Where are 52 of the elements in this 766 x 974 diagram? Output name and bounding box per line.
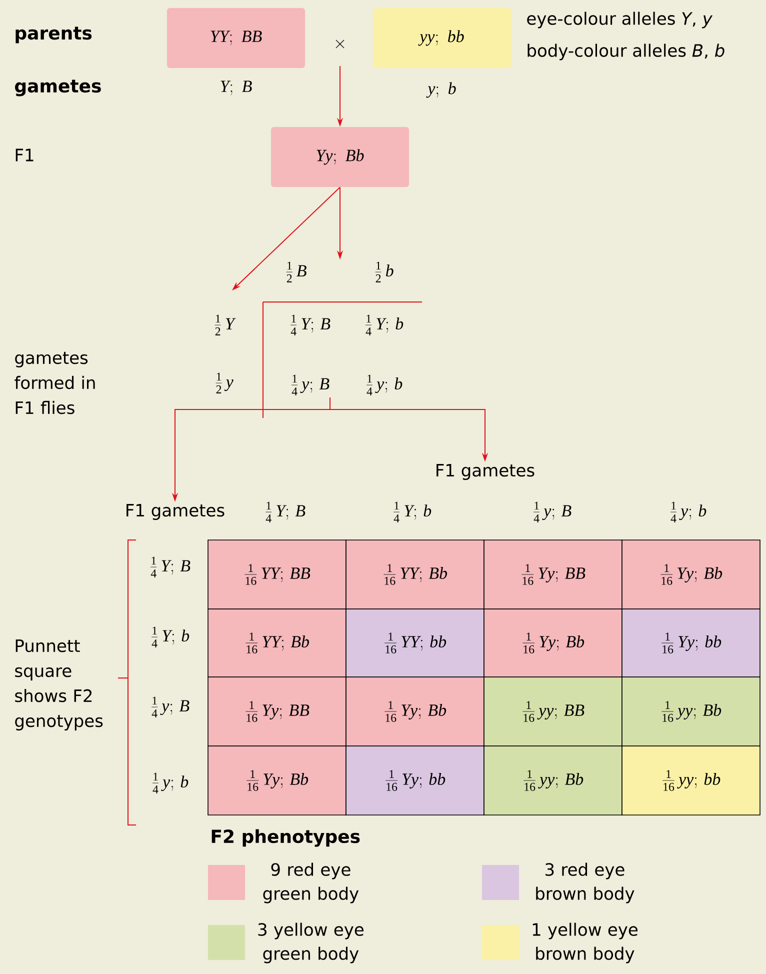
gamete-label: $y;\ b$: [426, 82, 456, 98]
legend-text: 3 yellow eye green body: [258, 922, 364, 964]
column-heading: $\frac{1}{4}\,y;\,b$: [670, 502, 706, 522]
side-note: Punnett square shows F2 genotypes: [15, 640, 103, 730]
punnett-cell: $\frac{1}{16}\,yy;\,BB$: [484, 676, 622, 746]
column-heading: $\frac{1}{4}\,y;\,B$: [534, 502, 572, 522]
row-heading: $\frac{1}{4}\,Y;\,b$: [152, 626, 190, 648]
legend-title: F2 phenotypes: [212, 829, 360, 847]
row-label: F1: [16, 148, 34, 162]
punnett-cell: $\frac{1}{16}\,Yy;\,BB$: [208, 676, 346, 746]
cross-sign: $\times$: [336, 40, 344, 48]
punnett-cell: $\frac{1}{16}\,YY;\,bb$: [346, 608, 484, 678]
column-heading: $\frac{1}{4}\,Y;\,B$: [266, 502, 306, 522]
gamete-fraction: $\frac{1}{4}\,y;\,B$: [292, 374, 330, 396]
row-label: parents: [16, 26, 92, 44]
punnett-cell: $\frac{1}{16}\,yy;\,Bb$: [484, 746, 622, 816]
parent-box: $YY;\ BB$: [167, 8, 305, 68]
punnett-cell: $\frac{1}{16}\,YY;\,BB$: [208, 540, 346, 610]
punnett-cell: $\frac{1}{16}\,Yy;\,Bb$: [622, 540, 760, 610]
gamete-fraction: $\frac{1}{2}\,B$: [286, 262, 306, 282]
gamete-fraction: $\frac{1}{2}\,y$: [216, 372, 234, 394]
punnett-cell: $\frac{1}{16}\,YY;\,Bb$: [346, 540, 484, 610]
punnett-cell: $\frac{1}{16}\,yy;\,bb$: [622, 746, 760, 816]
parent-box: $yy;\ bb$: [373, 8, 511, 68]
punnett-cell: $\frac{1}{16}\,Yy;\,bb$: [622, 608, 760, 678]
row-heading: $\frac{1}{4}\,y;\,b$: [152, 772, 188, 794]
gamete-label: $Y;\ B$: [220, 80, 252, 96]
column-heading: $\frac{1}{4}\,Y;\,b$: [394, 502, 432, 522]
punnett-cell: $\frac{1}{16}\,Yy;\,Bb$: [208, 746, 346, 816]
gamete-fraction: $\frac{1}{4}\,y;\,b$: [366, 374, 402, 396]
punnett-cell: $\frac{1}{16}\,Yy;\,Bb$: [484, 608, 622, 678]
punnett-cell: $\frac{1}{16}\,yy;\,Bb$: [622, 676, 760, 746]
gamete-fraction: $\frac{1}{4}\,Y;\,b$: [366, 314, 404, 336]
side-note: gametes formed in F1 flies: [14, 352, 95, 414]
row-heading: $\frac{1}{4}\,Y;\,B$: [150, 556, 190, 578]
legend-text: 1 yellow eye brown body: [532, 922, 638, 964]
row-label: gametes: [15, 80, 101, 96]
allele-note: body-colour alleles B, b: [528, 44, 724, 60]
offspring-box: $Yy;\ Bb$: [271, 127, 409, 187]
gamete-fraction: $\frac{1}{4}\,Y;\,B$: [290, 314, 330, 336]
column-heading: F1 gametes: [436, 464, 534, 480]
column-heading: F1 gametes: [126, 504, 224, 520]
punnett-cell: $\frac{1}{16}\,Yy;\,bb$: [346, 746, 484, 816]
punnett-cell: $\frac{1}{16}\,Yy;\,BB$: [484, 540, 622, 610]
row-heading: $\frac{1}{4}\,y;\,B$: [152, 696, 190, 718]
punnett-cell: $\frac{1}{16}\,YY;\,Bb$: [208, 608, 346, 678]
punnett-cell: $\frac{1}{16}\,Yy;\,Bb$: [346, 676, 484, 746]
gamete-fraction: $\frac{1}{2}\,b$: [375, 262, 394, 282]
allele-note: eye-colour alleles Y, y: [527, 12, 713, 28]
legend-text: 3 red eye brown body: [536, 862, 634, 904]
gamete-fraction: $\frac{1}{2}\,Y$: [214, 314, 236, 336]
legend-text: 9 red eye green body: [263, 862, 359, 904]
